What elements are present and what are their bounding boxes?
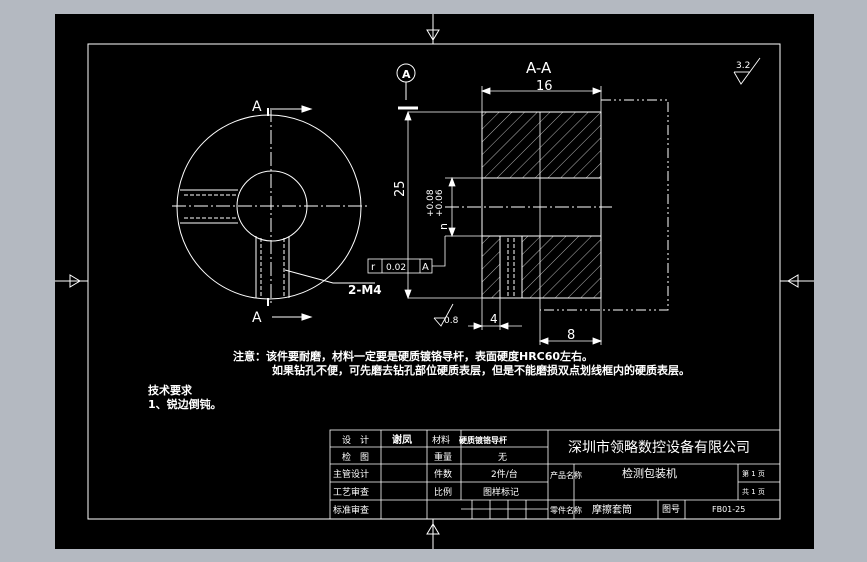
tb-total-label: 共 1 页 <box>742 487 765 496</box>
tb-scale-label: 比例 <box>434 486 452 498</box>
tb-check-label: 检 图 <box>342 451 369 463</box>
datum-label: A <box>402 68 411 81</box>
tb-product-value: 检测包装机 <box>622 466 677 480</box>
section-label: A-A <box>526 59 552 77</box>
dim-bottom-right: 8 <box>567 328 575 343</box>
tb-chief-label: 主管设计 <box>333 468 369 480</box>
tb-sheet-label: 第 1 页 <box>742 469 765 478</box>
tb-material-value: 硬质镀铬导杆 <box>459 435 507 445</box>
tb-process-label: 工艺审查 <box>333 486 369 498</box>
dim-bottom-left: 4 <box>490 312 498 326</box>
cut-label-bottom: A <box>252 310 262 326</box>
tech-title: 技术要求 <box>148 383 193 397</box>
tb-design-label: 设 计 <box>342 434 369 446</box>
roughness-bottom: 0.8 <box>444 316 459 326</box>
tb-material-label: 材料 <box>432 434 450 446</box>
tb-part-value: 摩擦套筒 <box>592 503 632 516</box>
runout-value: 0.02 <box>386 263 406 273</box>
centering-marks <box>55 14 814 549</box>
tb-qty-value: 2件/台 <box>491 468 518 480</box>
bore-prefix: n <box>437 223 450 230</box>
tb-weight-label: 重量 <box>434 451 452 463</box>
runout-frame <box>367 236 446 274</box>
drawing-sheet <box>55 14 814 549</box>
radial-hole <box>499 235 523 299</box>
tb-part-label: 零件名称 <box>550 505 582 515</box>
tb-company: 深圳市领略数控设备有限公司 <box>568 439 750 456</box>
section-view <box>445 99 669 311</box>
front-view <box>172 105 375 321</box>
note-line-1: 注意：该件要耐磨，材料一定要是硬质镀铬导杆，表面硬度HRC60左右。 <box>233 349 593 363</box>
bore-tol-lower: +0.06 <box>435 189 445 217</box>
tb-qty-label: 件数 <box>434 468 452 480</box>
dimensions <box>398 86 603 345</box>
tb-designer: 谢凤 <box>392 433 412 446</box>
dim-height: 25 <box>393 180 408 197</box>
title-block <box>329 429 781 520</box>
runout-datum: A <box>422 262 429 273</box>
tb-weight-value: 无 <box>498 452 507 463</box>
roughness-symbols <box>433 57 761 327</box>
tech-item-1: 1、锐边倒钝。 <box>148 397 222 411</box>
tb-standard-label: 标准审查 <box>333 504 369 516</box>
runout-symbol: r <box>371 262 376 273</box>
cut-label-top: A <box>252 99 262 115</box>
tb-drawing-no-value: FB01-25 <box>712 505 745 514</box>
note-line-2: 如果钻孔不便，可先磨去钻孔部位硬质表层，但是不能磨损双点划线框内的硬质表层。 <box>272 363 690 377</box>
tb-drawing-no-label: 图号 <box>662 504 680 515</box>
dim-width: 16 <box>536 79 553 94</box>
roughness-top: 3.2 <box>736 61 750 71</box>
tb-mark-label: 图样标记 <box>483 486 519 498</box>
bore-tol-upper: +0.08 <box>426 189 436 217</box>
hole-callout: 2-M4 <box>348 283 382 297</box>
section-hatch-top <box>481 111 602 179</box>
tb-product-label: 产品名称 <box>550 470 582 480</box>
